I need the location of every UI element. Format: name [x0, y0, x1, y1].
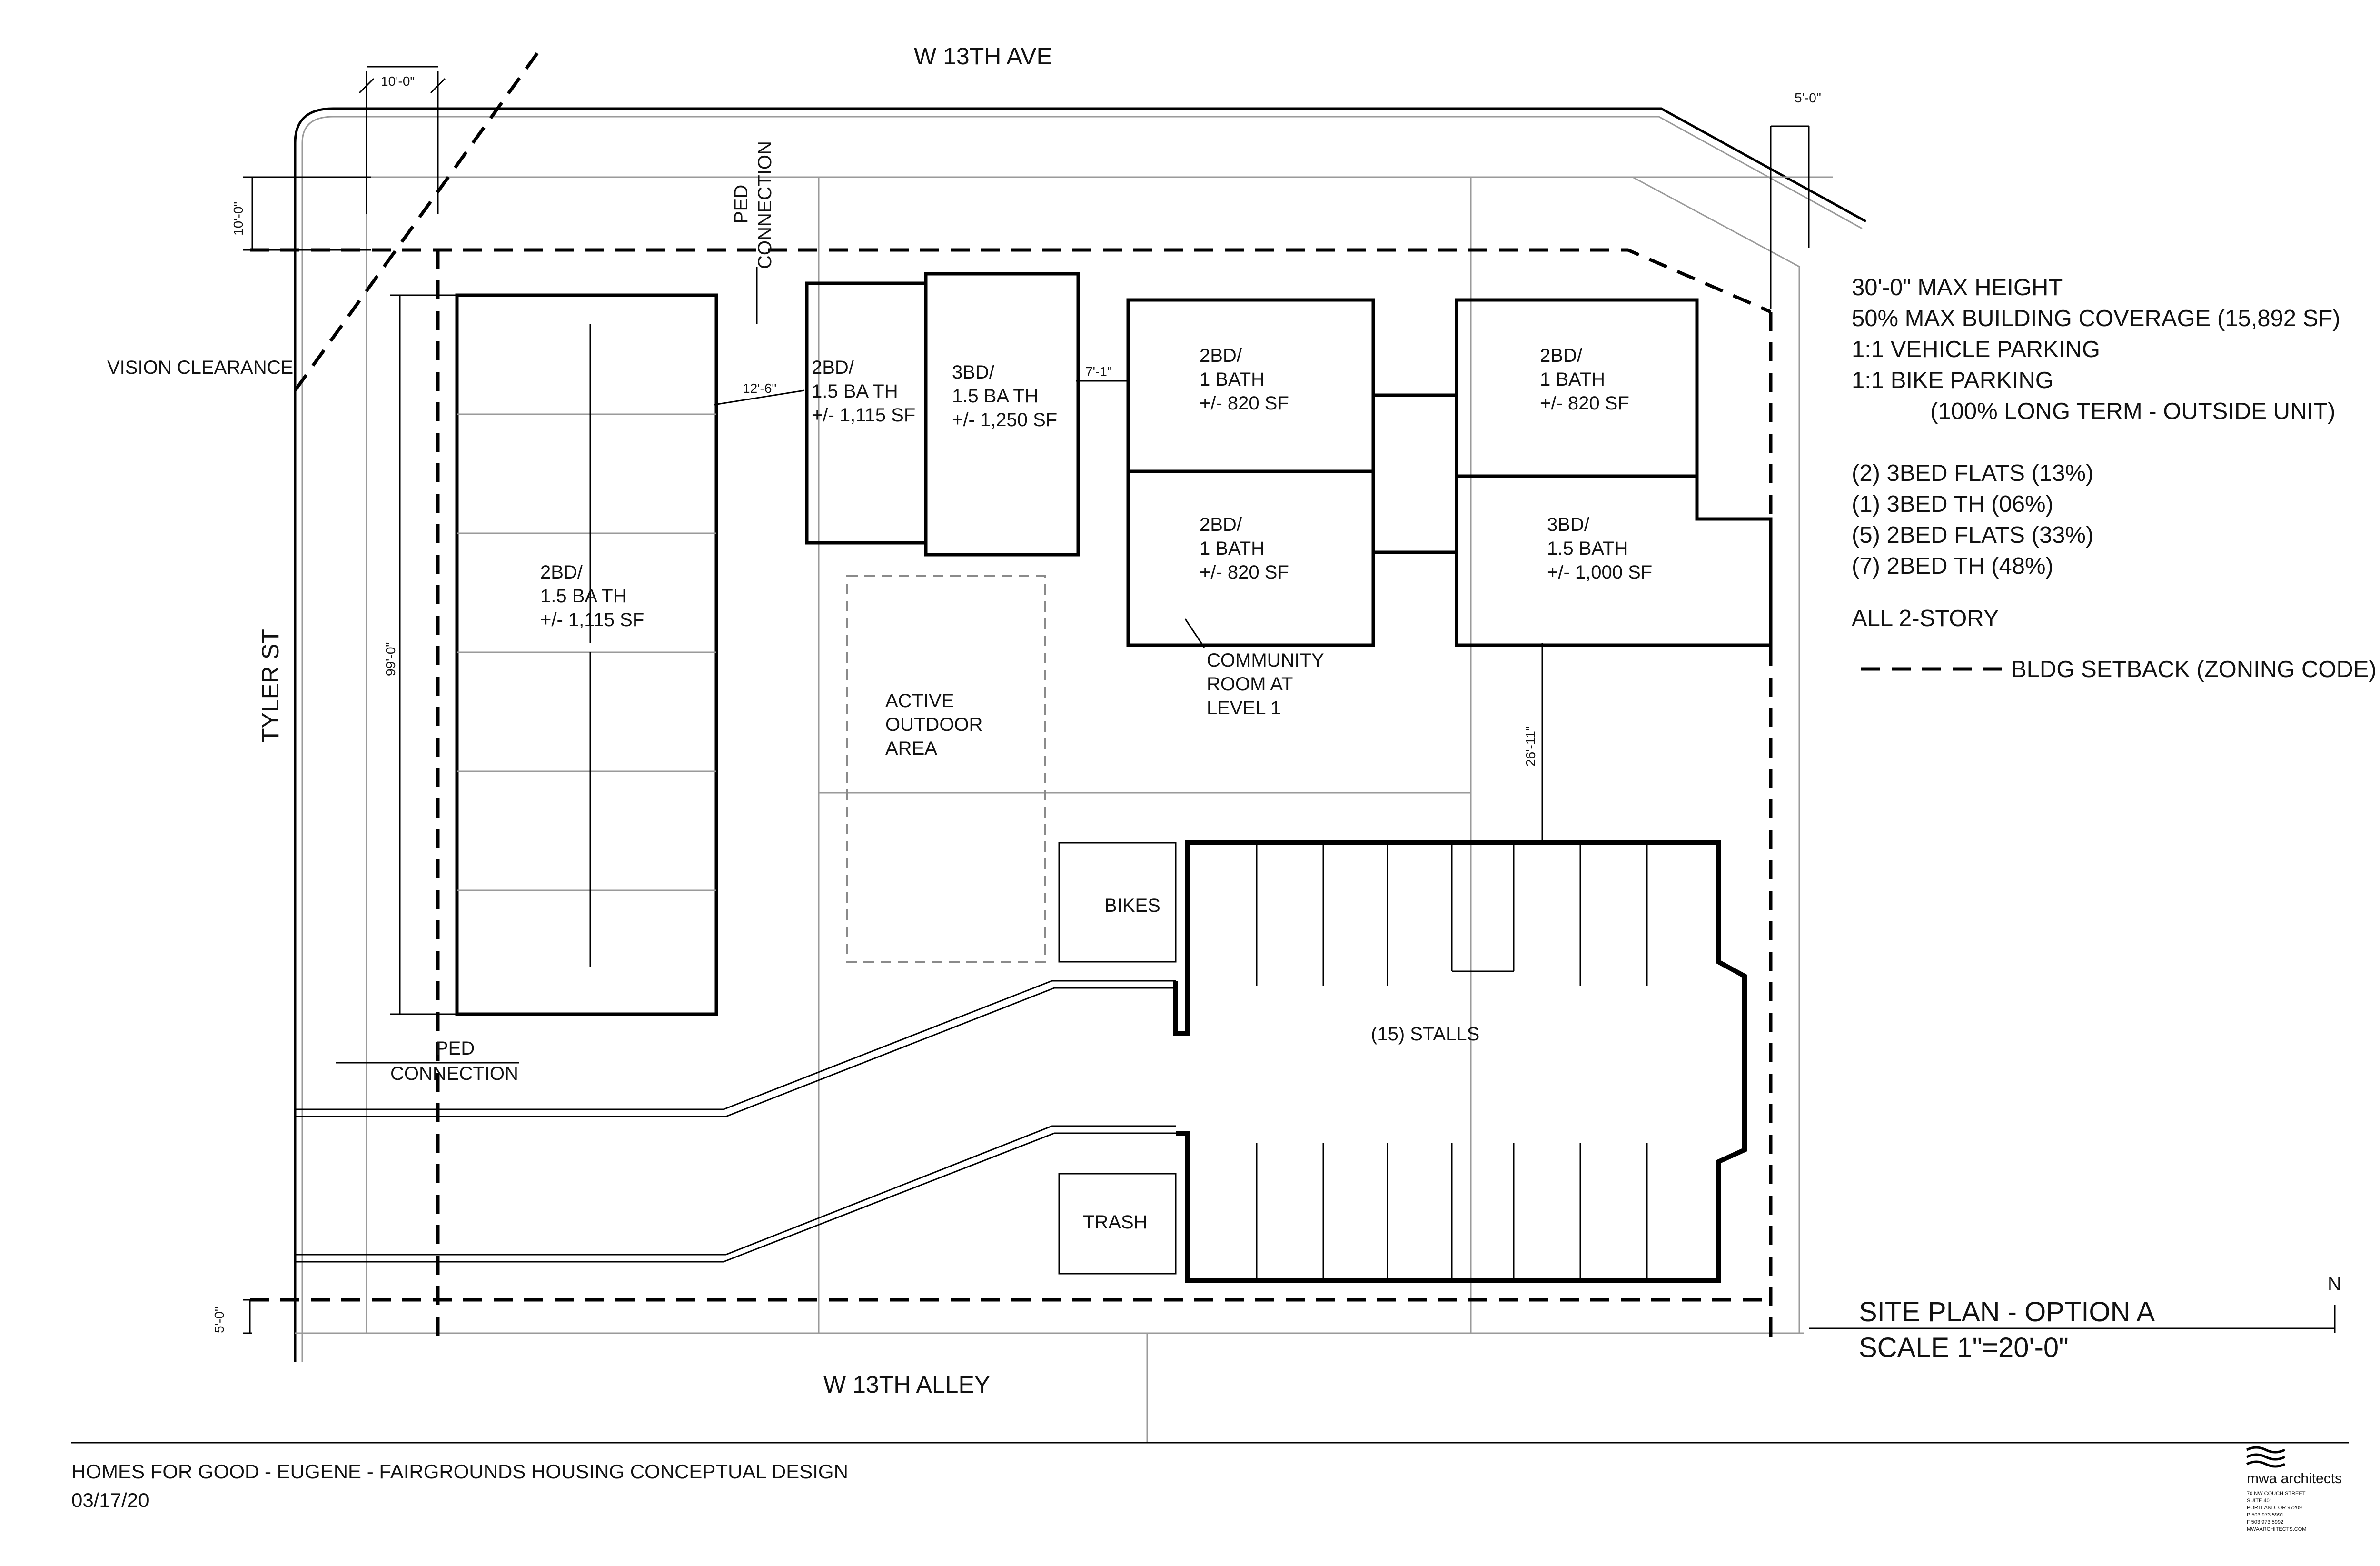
dim-7-1: 7'-1" [1085, 364, 1112, 379]
svg-text:1 BATH: 1 BATH [1200, 538, 1265, 559]
driveway [295, 980, 1176, 1263]
stalls-label: (15) STALLS [1371, 1024, 1479, 1045]
svg-text:LEVEL 1: LEVEL 1 [1207, 698, 1281, 718]
site-plan-title: SITE PLAN - OPTION A [1859, 1297, 2155, 1327]
svg-text:2BD/: 2BD/ [540, 562, 583, 583]
unit-a-label: 2BD/ 1.5 BA TH +/- 1,115 SF [812, 357, 915, 426]
street-north: W 13TH AVE [914, 43, 1052, 70]
community-room-label: COMMUNITY ROOM AT LEVEL 1 [1207, 650, 1324, 718]
svg-text:ACTIVE: ACTIVE [885, 690, 954, 711]
svg-text:1:1 VEHICLE PARKING: 1:1 VEHICLE PARKING [1852, 337, 2100, 362]
unit-e-label: 2BD/ 1 BATH +/- 820 SF [1200, 514, 1289, 583]
townhouse-building [455, 293, 718, 1016]
svg-text:COMMUNITY: COMMUNITY [1207, 650, 1324, 671]
svg-text:+/- 1,115 SF: +/- 1,115 SF [812, 405, 915, 426]
svg-text:70 NW COUCH STREET: 70 NW COUCH STREET [2247, 1491, 2306, 1496]
ped-connection-top-2: CONNECTION [754, 141, 775, 269]
svg-text:1.5 BATH: 1.5 BATH [1547, 538, 1628, 559]
svg-text:(1) 3BED TH (06%): (1) 3BED TH (06%) [1852, 491, 2053, 517]
unit-f-label: 3BD/ 1.5 BATH +/- 1,000 SF [1547, 514, 1652, 583]
active-outdoor-area [846, 575, 1046, 963]
svg-text:(2) 3BED FLATS (13%): (2) 3BED FLATS (13%) [1852, 460, 2093, 486]
bikes-label: BIKES [1104, 895, 1160, 916]
unit-c-label: 2BD/ 1 BATH +/- 820 SF [1200, 345, 1289, 414]
svg-text:PORTLAND, OR 97209: PORTLAND, OR 97209 [2247, 1505, 2302, 1511]
svg-text:(7) 2BED TH (48%): (7) 2BED TH (48%) [1852, 553, 2053, 579]
svg-text:AREA: AREA [885, 738, 937, 759]
svg-text:+/- 820 SF: +/- 820 SF [1200, 562, 1289, 583]
scale-label: SCALE 1"=20'-0" [1859, 1332, 2069, 1363]
townhouse-label: 2BD/ 1.5 BA TH +/- 1,115 SF [540, 562, 644, 630]
svg-text:OUTDOOR: OUTDOOR [885, 714, 982, 735]
svg-text:3BD/: 3BD/ [952, 362, 995, 383]
svg-text:+/- 1,115 SF: +/- 1,115 SF [540, 609, 644, 630]
project-date: 03/17/20 [71, 1489, 149, 1511]
dim-bottom-5: 5'-0" [212, 1307, 227, 1333]
street-south: W 13TH ALLEY [823, 1371, 990, 1398]
flats-building-1 [1126, 298, 1375, 647]
trash-enclosure [1058, 1173, 1177, 1275]
svg-text:2BD/: 2BD/ [1540, 345, 1583, 366]
svg-text:+/- 820 SF: +/- 820 SF [1200, 393, 1289, 414]
townhouse-pair [805, 272, 1080, 557]
bike-shelter [1058, 842, 1177, 963]
svg-text:F 503 973 5992: F 503 973 5992 [2247, 1519, 2283, 1525]
setback-lines [250, 51, 1773, 1338]
svg-text:1 BATH: 1 BATH [1200, 369, 1265, 390]
svg-text:3BD/: 3BD/ [1547, 514, 1590, 535]
street-west: TYLER ST [257, 629, 284, 743]
property-line [294, 107, 1867, 1362]
unit-b-label: 3BD/ 1.5 BA TH +/- 1,250 SF [952, 362, 1057, 430]
firm-logo: mwa architects 70 NW COUCH STREET SUITE … [2246, 1446, 2342, 1532]
project-title: HOMES FOR GOOD - EUGENE - FAIRGROUNDS HO… [71, 1460, 848, 1483]
svg-text:+/- 820 SF: +/- 820 SF [1540, 393, 1629, 414]
story-note: ALL 2-STORY [1852, 606, 1999, 631]
property-line-inner [301, 116, 1863, 1362]
svg-text:30'-0" MAX HEIGHT: 30'-0" MAX HEIGHT [1852, 275, 2063, 300]
ped-connection-top-1: PED [731, 185, 752, 224]
dim-right-5: 5'-0" [1795, 90, 1821, 105]
dimension-lines [243, 66, 1810, 1334]
faint-lines [295, 176, 1833, 1443]
svg-text:1.5 BA TH: 1.5 BA TH [540, 586, 627, 607]
parking-lot [1173, 840, 1747, 1283]
svg-text:2BD/: 2BD/ [812, 357, 854, 378]
dim-26-11: 26'-11" [1523, 726, 1538, 767]
ped-connection-left-2: CONNECTION [390, 1063, 518, 1084]
ped-connection-left-1: PED [436, 1038, 475, 1059]
svg-text:(5) 2BED FLATS (33%): (5) 2BED FLATS (33%) [1852, 522, 2093, 548]
building-connectors [1373, 393, 1457, 554]
design-notes: 30'-0" MAX HEIGHT 50% MAX BUILDING COVER… [1852, 275, 2340, 424]
svg-text:ROOM AT: ROOM AT [1207, 674, 1293, 695]
svg-text:+/- 1,000 SF: +/- 1,000 SF [1547, 562, 1652, 583]
setback-legend-label: BLDG SETBACK (ZONING CODE) [2011, 657, 2377, 682]
active-outdoor-label: ACTIVE OUTDOOR AREA [885, 690, 982, 759]
svg-text:2BD/: 2BD/ [1200, 514, 1242, 535]
svg-text:1.5 BA TH: 1.5 BA TH [952, 386, 1039, 407]
svg-text:50% MAX BUILDING COVERAGE (15,: 50% MAX BUILDING COVERAGE (15,892 SF) [1852, 306, 2340, 331]
trash-label: TRASH [1083, 1212, 1148, 1233]
dim-top-10: 10'-0" [381, 74, 415, 89]
dim-99: 99'-0" [383, 642, 398, 676]
unit-mix: (2) 3BED FLATS (13%) (1) 3BED TH (06%) (… [1852, 460, 2093, 579]
svg-text:1 BATH: 1 BATH [1540, 369, 1605, 390]
svg-text:MWAARCHITECTS.COM: MWAARCHITECTS.COM [2247, 1526, 2306, 1532]
dim-12-6: 12'-6" [743, 381, 776, 396]
svg-text:2BD/: 2BD/ [1200, 345, 1242, 366]
svg-text:SUITE 401: SUITE 401 [2247, 1498, 2272, 1504]
parking-stall-lines [1256, 843, 1648, 1281]
svg-text:+/- 1,250 SF: +/- 1,250 SF [952, 409, 1057, 430]
unit-d-label: 2BD/ 1 BATH +/- 820 SF [1540, 345, 1629, 414]
svg-text:1:1 BIKE PARKING: 1:1 BIKE PARKING [1852, 368, 2053, 393]
wave-icon [2246, 1446, 2286, 1454]
vision-clearance-label: VISION CLEARANCE [107, 357, 293, 378]
north-arrow-label: N [2328, 1274, 2341, 1295]
dim-left-10: 10'-0" [231, 202, 246, 236]
svg-text:(100% LONG TERM - OUTSIDE UNIT: (100% LONG TERM - OUTSIDE UNIT) [1930, 399, 2335, 424]
svg-text:P 503 973 5991: P 503 973 5991 [2247, 1512, 2283, 1518]
svg-text:1.5 BA TH: 1.5 BA TH [812, 381, 898, 402]
firm-name: mwa architects [2247, 1471, 2342, 1486]
flats-building-2 [1455, 298, 1773, 647]
